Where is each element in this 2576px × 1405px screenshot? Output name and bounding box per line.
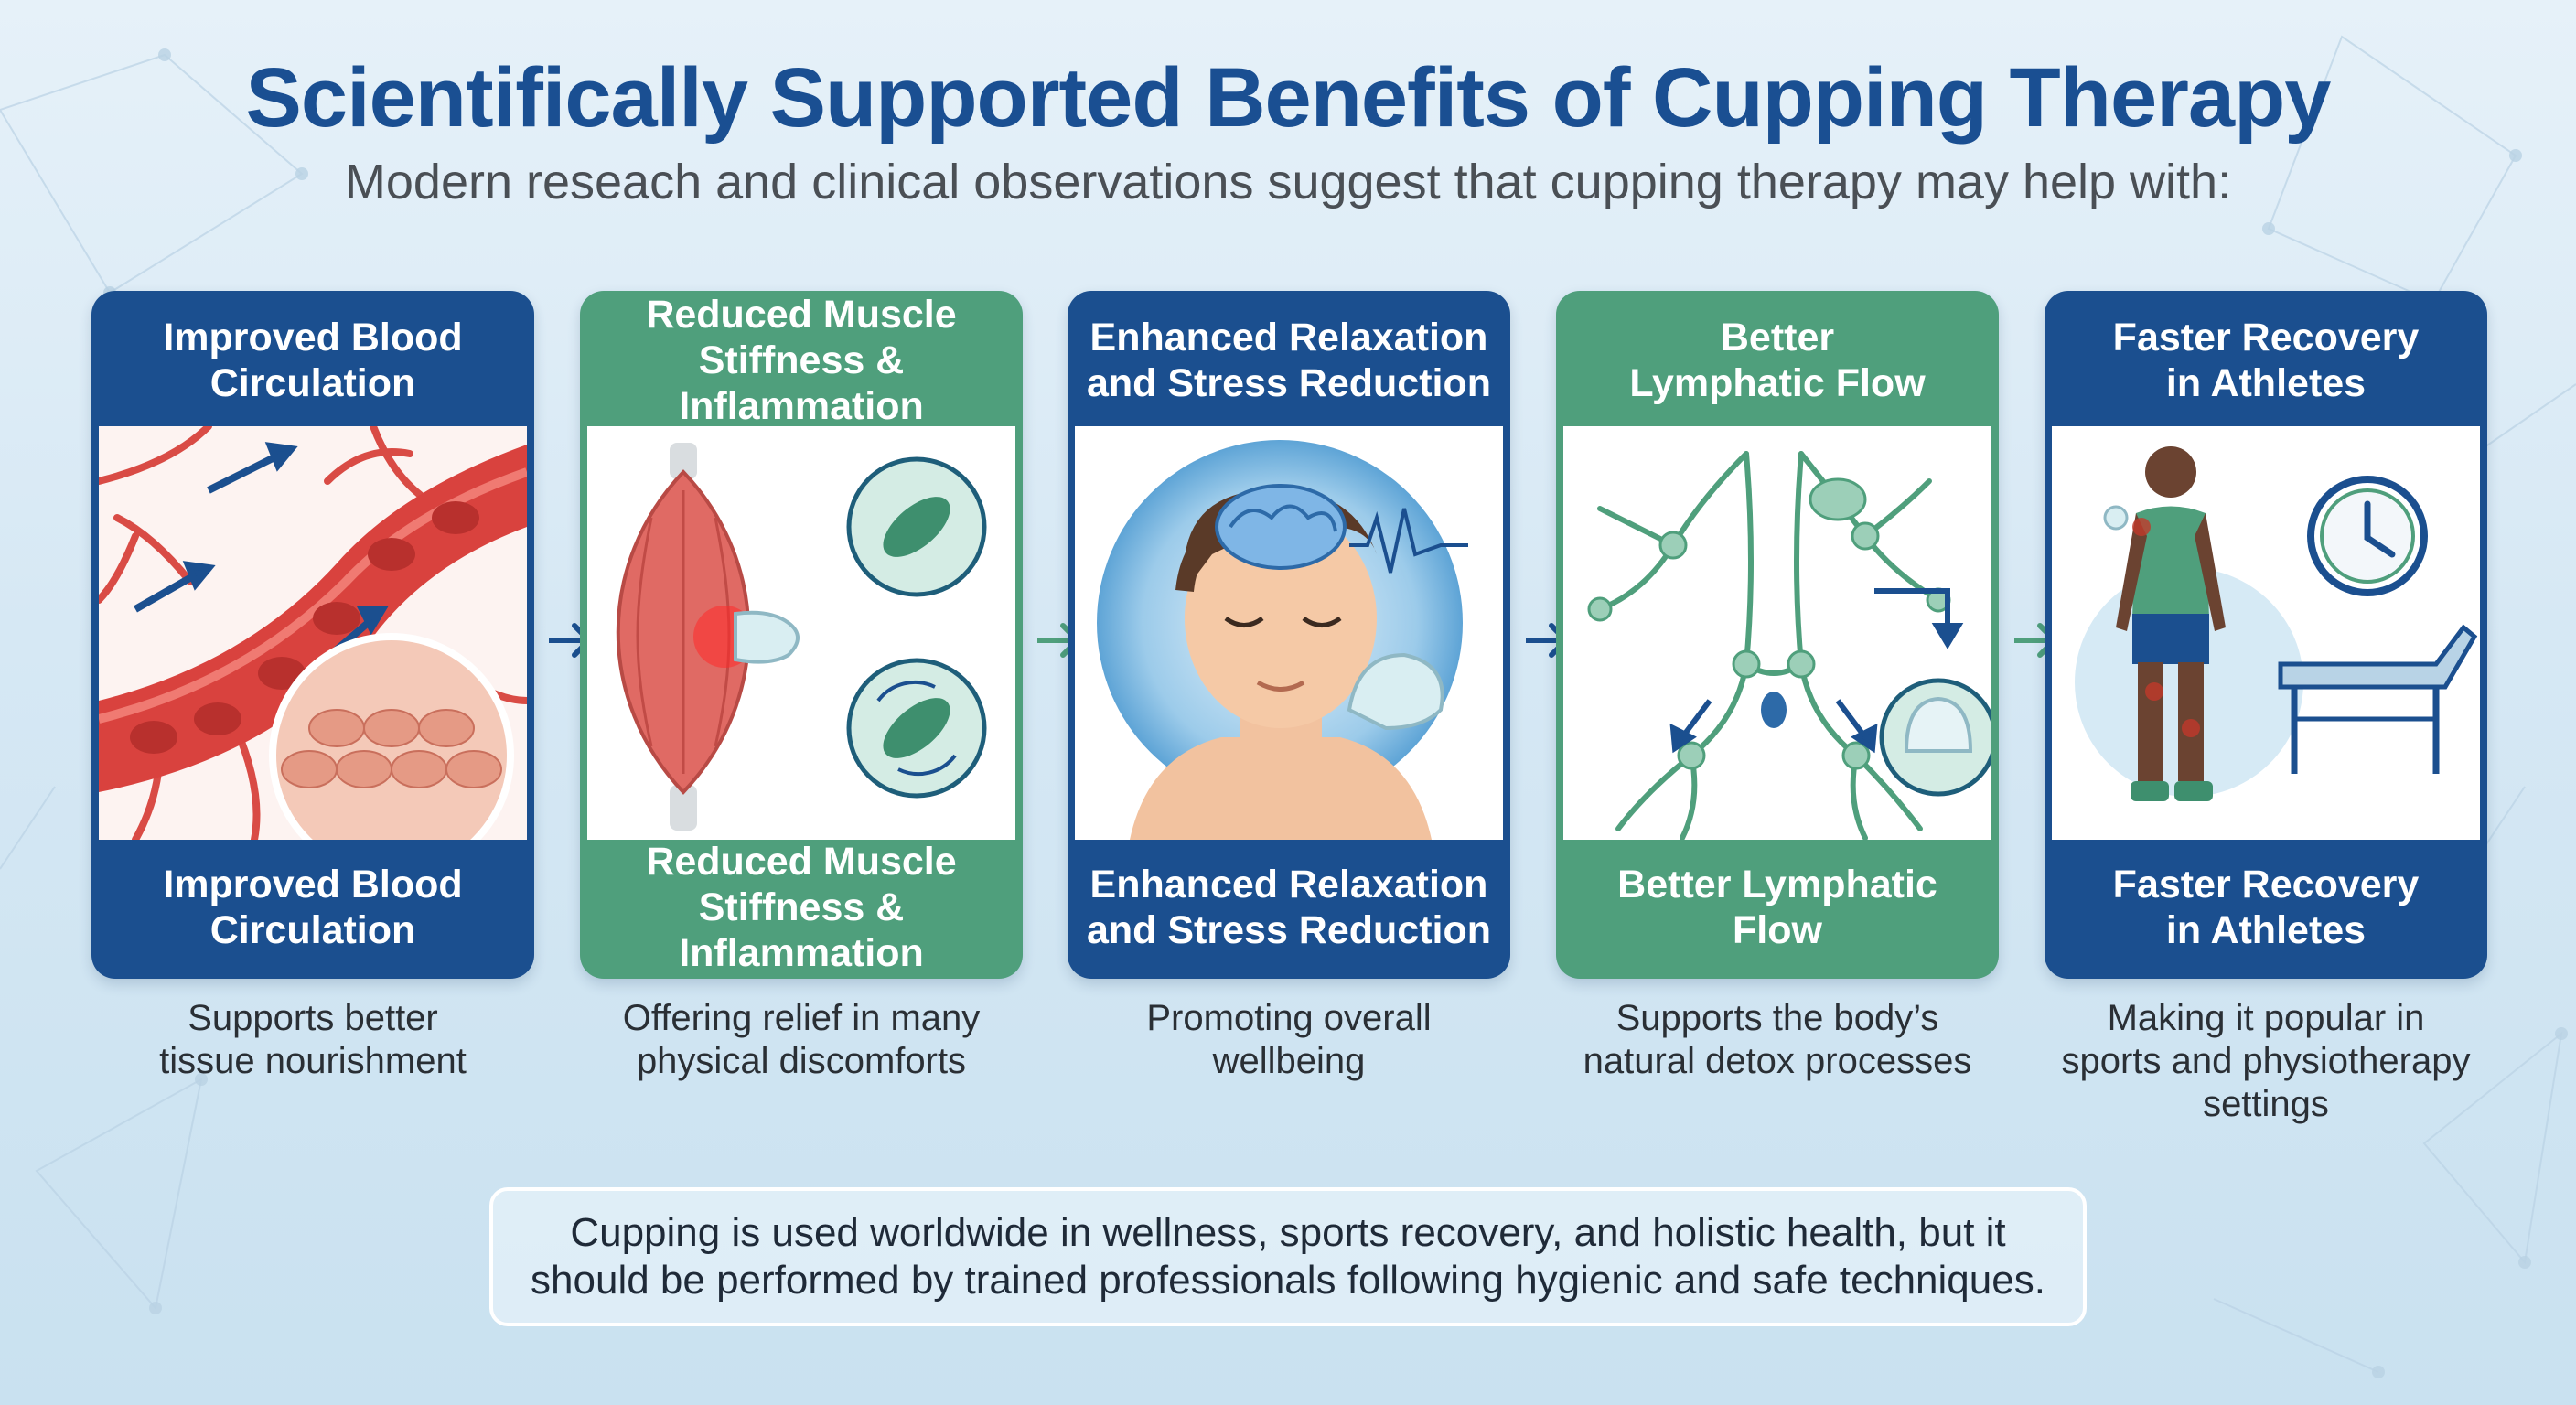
card-caption: Making it popular in sports and physioth… [2061, 998, 2471, 1124]
benefit-card-relaxation: Enhanced Relaxation and Stress Reduction… [1068, 291, 1510, 979]
card-footer: Faster Recovery in Athletes [2112, 863, 2420, 952]
card-caption: Supports the body’s natural detox proces… [1583, 998, 1972, 1081]
card-footer: Enhanced Relaxation and Stress Reduction [1086, 863, 1492, 952]
card-caption: Promoting overall wellbeing [1146, 998, 1432, 1081]
card-header: Better Lymphatic Flow [1629, 316, 1926, 405]
card-header: Faster Recovery in Athletes [2112, 316, 2420, 405]
disclaimer-note: Cupping is used worldwide in wellness, s… [489, 1187, 2087, 1326]
card-caption: Offering relief in many physical discomf… [622, 998, 981, 1081]
card-footer: Reduced Muscle Stiffness & Inflammation [646, 840, 957, 975]
blood-vessel-icon [99, 426, 527, 840]
benefit-card-muscle-stiffness: Reduced Muscle Stiffness & Inflammation … [580, 291, 1023, 979]
card-header: Reduced Muscle Stiffness & Inflammation [646, 293, 957, 428]
card-footer: Better Lymphatic Flow [1617, 863, 1937, 952]
relaxed-head-icon [1075, 426, 1503, 840]
athlete-recovery-icon [2052, 426, 2480, 840]
card-caption: Supports better tissue nourishment [159, 998, 467, 1081]
card-header: Enhanced Relaxation and Stress Reduction [1086, 316, 1492, 405]
page-subtitle: Modern reseach and clinical observations… [344, 155, 2232, 209]
benefit-card-blood-circulation: Improved Blood Circulation [91, 291, 534, 979]
card-footer: Improved Blood Circulation [163, 863, 463, 952]
benefit-card-athlete-recovery: Faster Recovery in Athletes Faster Recov… [2045, 291, 2487, 979]
benefit-card-lymphatic-flow: Better Lymphatic Flow [1556, 291, 1999, 979]
page-title: Scientifically Supported Benefits of Cup… [245, 51, 2332, 145]
card-header: Improved Blood Circulation [163, 316, 463, 405]
lymphatic-system-icon [1563, 426, 1991, 840]
muscle-cup-icon [587, 426, 1015, 840]
